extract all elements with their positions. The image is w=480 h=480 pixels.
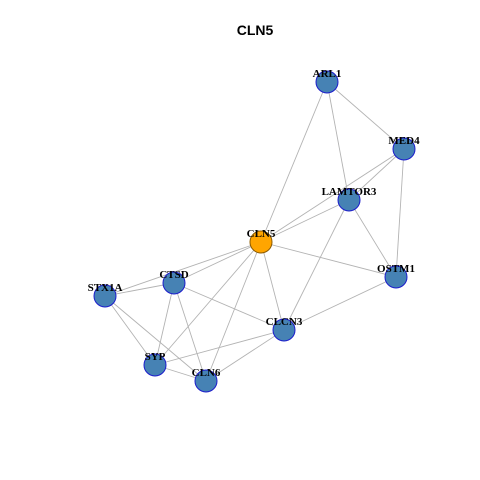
edge-ctsd-cln6 — [173, 282, 207, 382]
edge-cln5-ostm1 — [260, 241, 397, 278]
edge-stx1a-syp — [104, 295, 156, 366]
node-label-ctsd: CTSD — [159, 269, 188, 281]
edge-ctsd-syp — [154, 282, 175, 366]
node-label-ostm1: OSTM1 — [377, 263, 415, 275]
edge-layer — [104, 81, 405, 382]
node-ostm1[interactable] — [384, 265, 408, 289]
node-lamtor3[interactable] — [337, 188, 361, 212]
edge-cln5-clcn3 — [260, 241, 285, 331]
edge-clcn3-cln6 — [205, 329, 285, 382]
node-layer — [93, 70, 416, 393]
edge-med4-ostm1 — [395, 148, 405, 278]
node-arl1[interactable] — [315, 70, 339, 94]
edge-lamtor3-ostm1 — [348, 199, 397, 278]
edge-ctsd-stx1a — [104, 282, 175, 297]
edge-cln5-syp — [154, 241, 262, 366]
edge-stx1a-cln6 — [104, 295, 207, 382]
node-label-cln5: CLN5 — [247, 228, 276, 240]
edge-cln5-lamtor3 — [260, 199, 350, 243]
node-label-cln6: CLN6 — [192, 367, 221, 379]
node-label-stx1a: STX1A — [88, 282, 123, 294]
node-label-syp: SYP — [145, 351, 166, 363]
node-label-lamtor3: LAMTOR3 — [322, 186, 377, 198]
edge-clcn3-syp — [154, 329, 285, 366]
graph-title: CLN5 — [237, 22, 274, 38]
edge-arl1-med4 — [326, 81, 405, 150]
edge-cln5-arl1 — [260, 81, 328, 243]
edge-ostm1-clcn3 — [283, 276, 397, 331]
node-clcn3[interactable] — [272, 318, 296, 342]
node-cln5[interactable] — [249, 230, 273, 254]
node-label-clcn3: CLCN3 — [266, 316, 303, 328]
node-med4[interactable] — [392, 137, 416, 161]
edge-cln5-med4 — [260, 148, 405, 243]
edge-med4-lamtor3 — [348, 148, 405, 201]
edge-ctsd-clcn3 — [173, 282, 285, 331]
node-cln6[interactable] — [194, 369, 218, 393]
edge-cln5-cln6 — [205, 241, 262, 382]
edge-lamtor3-clcn3 — [283, 199, 350, 331]
edge-cln5-stx1a — [104, 241, 262, 297]
node-label-arl1: ARL1 — [313, 68, 342, 80]
edge-cln5-ctsd — [173, 241, 262, 284]
node-stx1a[interactable] — [93, 284, 117, 308]
node-label-med4: MED4 — [388, 135, 420, 147]
node-syp[interactable] — [143, 353, 167, 377]
edge-arl1-lamtor3 — [326, 81, 350, 201]
node-ctsd[interactable] — [162, 271, 186, 295]
